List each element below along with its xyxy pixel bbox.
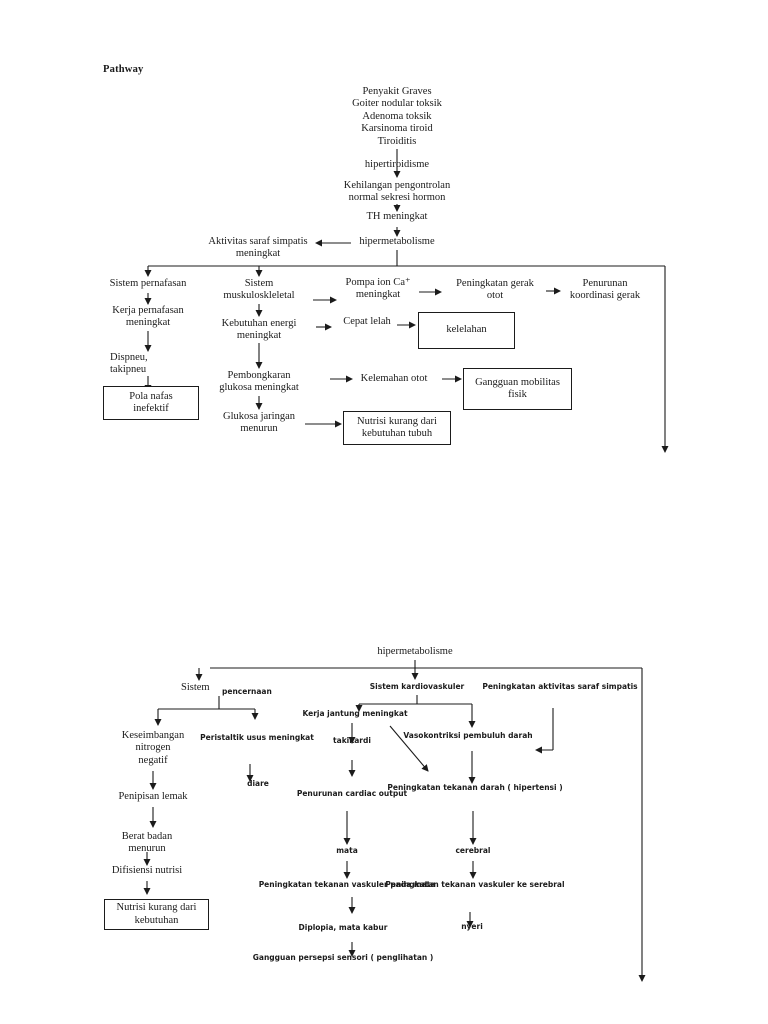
hipermetabolisme-bawah: hipermetabolisme xyxy=(377,646,453,657)
diare: diare xyxy=(247,779,269,788)
takikardi: takikardi xyxy=(333,736,371,745)
sistem-pencernaan-label-sans: pencernaan xyxy=(222,687,272,696)
th-meningkat: TH meningkat xyxy=(366,211,428,222)
penurunan-cardiac-output: Penurunan cardiac output xyxy=(296,789,408,798)
sistem-pencernaan-label-serif: Sistem xyxy=(181,682,210,693)
hipertiroidisme: hipertiroidisme xyxy=(364,159,430,170)
peristaltik-usus-meningkat: Peristaltik usus meningkat xyxy=(200,733,314,742)
pompa-ion-ca-meningkat: Pompa ion Ca⁺meningkat xyxy=(345,277,411,301)
peningkatan-tekanan-vaskuler-mata: Peningkatan tekanan vaskuler pada mata xyxy=(258,880,436,889)
gangguan-persepsi-sensori: Gangguan persepsi sensori ( penglihatan … xyxy=(252,953,434,962)
dispneu-takipneu: Dispneu,takipneu xyxy=(110,352,148,376)
sistem-pernafasan: Sistem pernafasan xyxy=(109,278,187,289)
diplopia-mata-kabur: Diplopia, mata kabur xyxy=(298,923,388,932)
cepat-lelah: Cepat lelah xyxy=(343,316,391,327)
page-title: Pathway xyxy=(103,64,144,75)
vasokontriksi-pembuluh-darah: Vasokontriksi pembuluh darah xyxy=(403,731,533,740)
cerebral: cerebral xyxy=(455,846,491,855)
mata: mata xyxy=(336,846,358,855)
kelemahan-otot: Kelemahan otot xyxy=(360,373,428,384)
sistem-kardiovaskuler: Sistem kardiovaskuler xyxy=(369,682,465,691)
peningkatan-tekanan-darah-hipertensi: Peningkatan tekanan darah ( hipertensi ) xyxy=(387,783,563,792)
penipisan-lemak: Penipisan lemak xyxy=(118,791,188,802)
peningkatan-aktivitas-saraf-simpatis: Peningkatan aktivitas saraf simpatis xyxy=(482,682,638,691)
nyeri: nyeri xyxy=(461,922,483,931)
peningkatan-tekanan-vaskuler-serebral: Peningkatan tekanan vaskuler ke serebral xyxy=(385,880,565,889)
difisiensi-nutrisi: Difisiensi nutrisi xyxy=(111,865,183,876)
kelelahan: kelelahan xyxy=(418,312,515,349)
hipermetabolisme-atas: hipermetabolisme xyxy=(359,236,435,247)
kerja-jantung-meningkat: Kerja jantung meningkat xyxy=(302,709,408,718)
